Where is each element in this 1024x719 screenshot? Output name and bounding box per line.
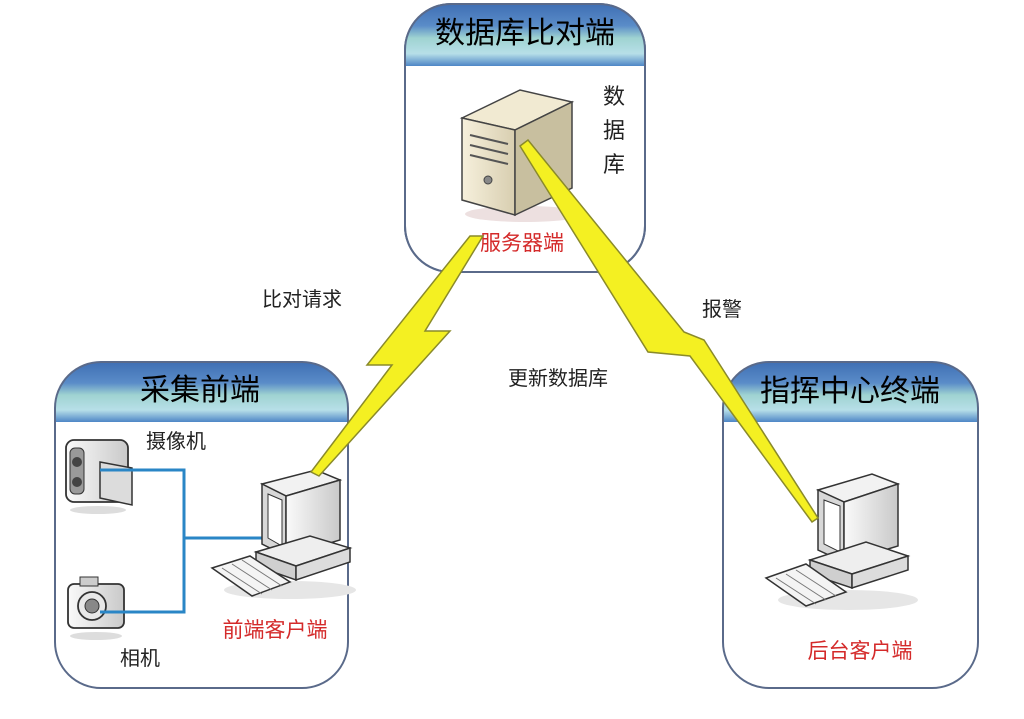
update-db-label: 更新数据库 [508, 366, 608, 390]
command-client-pc-icon [764, 473, 918, 610]
command-client-label: 后台客户端 [808, 639, 913, 663]
alarm-label: 报警 [702, 297, 742, 321]
front-title: 采集前端 [140, 373, 260, 408]
camcorder-label: 摄像机 [146, 429, 206, 453]
node-database: 数据库比对端 数 据 库 服务器端 [404, 3, 646, 273]
front-client-label: 前端客户端 [223, 618, 328, 642]
link-database-command [519, 138, 820, 524]
camera-icon [67, 576, 125, 640]
database-header [405, 4, 645, 66]
front-client-pc-icon [210, 469, 356, 599]
db-label-char-1: 数 [603, 85, 625, 110]
command-title: 指挥中心终端 [760, 374, 940, 409]
front-header [55, 362, 348, 422]
camera-label: 相机 [120, 646, 160, 670]
database-title: 数据库比对端 [435, 16, 615, 51]
command-header [723, 362, 978, 422]
server-label: 服务器端 [480, 231, 564, 255]
node-command: 指挥中心终端 后台客户端 [722, 361, 979, 689]
db-label-char-2: 据 [603, 119, 625, 144]
db-label-char-3: 库 [603, 153, 625, 178]
compare-request-label: 比对请求 [262, 287, 342, 311]
camcorder-icon [65, 439, 133, 514]
node-front: 采集前端 摄像机 相机 [54, 361, 356, 689]
link-front-database [309, 235, 485, 477]
